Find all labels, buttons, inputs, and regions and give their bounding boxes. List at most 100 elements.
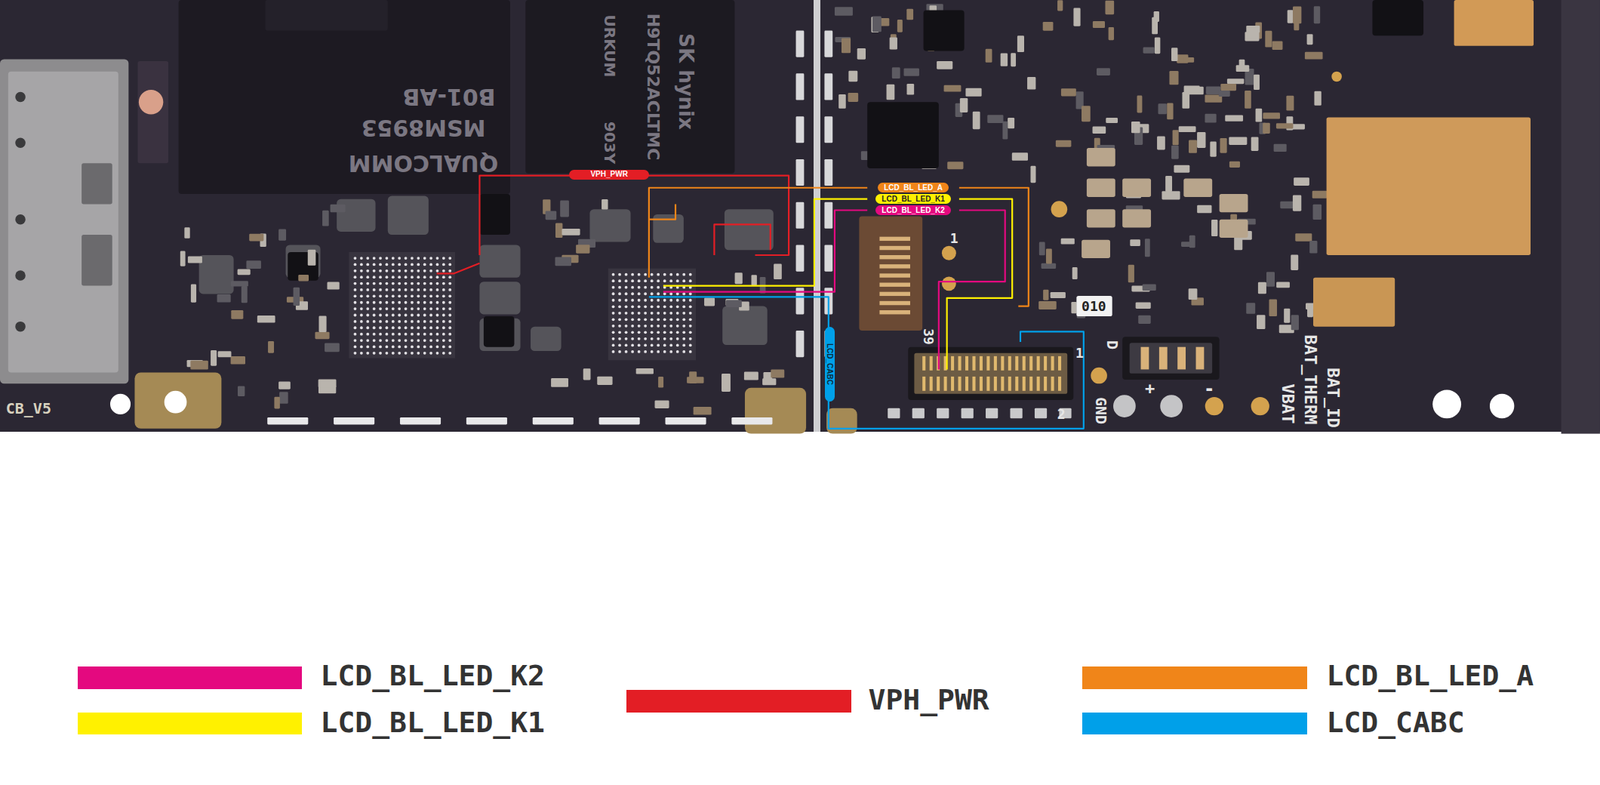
bga-ball [366,282,370,286]
bga-ball [676,343,680,347]
bga-ball [676,337,680,341]
net-label-pill: LCD_BL_LED_A [877,182,949,193]
bga-ball [637,343,641,347]
bga-ball [366,256,370,260]
silkscreen-label: QUALCOMM [348,151,499,175]
bga-ball [618,298,622,302]
connector-pin [1000,376,1004,391]
bga-ball [643,298,647,302]
bga-ball [353,326,357,330]
bga-ball [656,304,660,308]
bga-ball [682,304,686,308]
bga-ball [391,345,395,349]
connector-pin [1029,376,1033,391]
connector-pin [1051,376,1055,391]
bga-ball [423,294,427,298]
net-label-pill: VPH_PWR [569,169,650,180]
smd-part [857,48,866,60]
bga-ball [372,275,376,279]
smd-part [1204,113,1216,124]
bga-ball [378,256,382,260]
smd-part [575,244,590,253]
bga-ball [360,338,364,342]
bga-ball [663,324,667,328]
bga-ball [353,269,357,273]
bga-ball [397,313,401,317]
smd-part [721,373,731,392]
bga-ball [682,292,686,296]
bga-ball [650,350,654,354]
smd-part [596,376,613,385]
smd-part [1290,255,1299,271]
test-pad [1205,396,1224,416]
smd-part [1189,235,1196,248]
bga-ball [372,269,376,273]
connector-pin [879,310,911,314]
smd-part [184,227,190,238]
bga-ball [630,286,634,290]
edge-strip [824,202,833,229]
bga-ball [630,273,634,277]
connector-pin [929,376,933,391]
bga-ball [669,317,673,321]
bga-ball [630,350,634,354]
legend-label: LCD_BL_LED_K2 [320,661,545,690]
smd-part [1135,301,1151,308]
mount-pad [134,372,222,428]
bga-ball [618,286,622,290]
bga-ball [643,337,647,341]
bga-ball [397,345,401,349]
bga-ball [448,275,452,279]
bga-ball [372,294,376,298]
bga-ball [397,263,401,267]
bga-ball [612,279,616,283]
smd-part [1061,88,1077,96]
bga-ball [448,256,452,260]
bga-ball [624,279,628,283]
bga-ball [618,304,622,308]
inductor [479,244,520,277]
bga-ball [656,343,660,347]
bga-ball [612,273,616,277]
bga-ball [410,351,414,355]
smd-part [1131,121,1141,133]
connector-pin [1022,356,1026,371]
smd-part [1171,145,1179,160]
smd-part [1313,204,1323,220]
bga-ball [372,345,376,349]
connector-pin [965,356,969,371]
bga-ball [416,269,420,273]
bga-ball [637,273,641,277]
smd-part [190,360,208,370]
smd-part [1184,86,1200,94]
smd-part [1246,302,1256,314]
smd-part [1286,95,1294,111]
connector-pin [1000,356,1004,371]
capacitor [1086,209,1116,228]
bga-ball [630,298,634,302]
bga-ball [650,298,654,302]
bga-ball [637,304,641,308]
bga-ball [429,338,433,342]
smd-part [726,300,742,308]
smd-part [1129,239,1141,247]
bga-ball [366,313,370,317]
bga-ball [416,351,420,355]
legend-swatch [626,689,851,713]
bga-ball [366,338,370,342]
inductor [479,281,520,314]
smd-part [834,6,853,16]
smd-part [704,297,715,306]
edge-strip [796,202,805,229]
bga-ball [423,288,427,292]
bga-ball [650,279,654,283]
smd-part [1313,91,1321,106]
bga-ball [630,330,634,334]
smd-part [1188,139,1197,153]
bga-ball [391,351,395,355]
bga-ball [676,330,680,334]
bga-ball [669,298,673,302]
bga-ball [397,320,401,324]
bga-ball [676,304,680,308]
edge-strip [824,116,833,143]
